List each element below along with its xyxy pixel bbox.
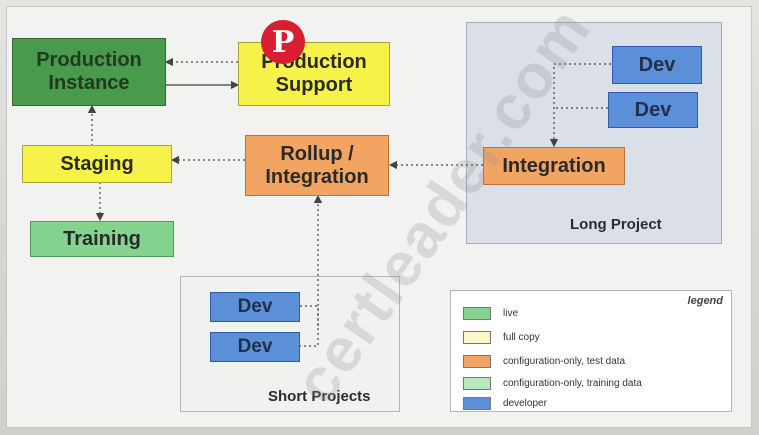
production-support-node: Production Support <box>238 42 390 106</box>
long-dev-1-node: Dev <box>612 46 702 84</box>
legend-item: configuration-only, training data <box>463 375 642 391</box>
legend-label: live <box>503 307 519 319</box>
legend-item: developer <box>463 395 547 411</box>
legend-swatch <box>463 354 491 368</box>
production-instance-node: Production Instance <box>12 38 166 106</box>
legend-label: full copy <box>503 331 540 343</box>
long-project-label: Long Project <box>570 216 662 233</box>
legend-swatch <box>463 330 491 344</box>
long-dev-2-node: Dev <box>608 92 698 128</box>
legend-label: configuration-only, test data <box>503 355 626 367</box>
legend-swatch <box>463 396 491 410</box>
training-node: Training <box>30 221 174 257</box>
pinterest-icon[interactable]: P <box>261 20 305 64</box>
short-dev-1-node: Dev <box>210 292 300 322</box>
arrow-short-devs-to-rollup <box>300 305 319 347</box>
legend: legend live full copy configuration-only… <box>450 290 732 412</box>
arrow-long-devs-to-integration <box>549 63 636 148</box>
legend-label: configuration-only, training data <box>503 377 642 389</box>
legend-item: configuration-only, test data <box>463 353 625 369</box>
legend-item: full copy <box>463 329 540 345</box>
legend-title: legend <box>687 295 723 307</box>
legend-swatch <box>463 376 491 390</box>
rollup-integration-node: Rollup / Integration <box>245 135 389 196</box>
legend-item: live <box>463 305 518 321</box>
legend-label: developer <box>503 397 547 409</box>
integration-node: Integration <box>483 147 625 185</box>
legend-swatch <box>463 306 491 320</box>
staging-node: Staging <box>22 145 172 183</box>
short-dev-2-node: Dev <box>210 332 300 362</box>
short-projects-label: Short Projects <box>268 388 371 405</box>
